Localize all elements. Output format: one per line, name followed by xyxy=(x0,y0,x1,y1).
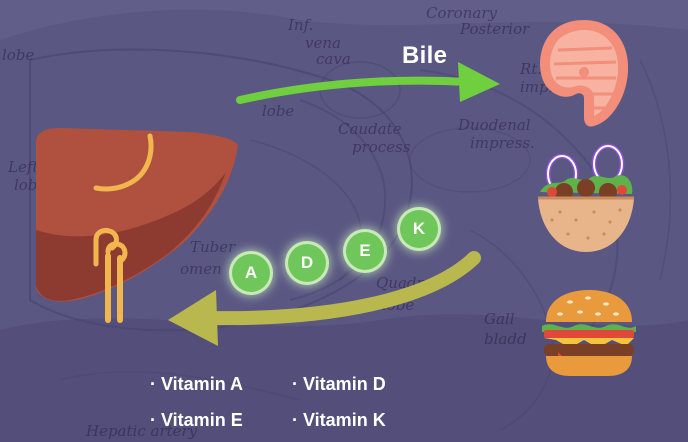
vitamin-e-circle: E xyxy=(346,232,384,270)
vitamin-a-circle: A xyxy=(232,254,270,292)
bg-word: Gall xyxy=(484,310,515,328)
return-arrowhead xyxy=(168,290,218,346)
vitamin-list-item: · Vitamin E xyxy=(150,410,243,430)
bg-word: Duodenal xyxy=(458,116,531,134)
bg-word: Coronary xyxy=(426,4,497,22)
vitamin-list-label: Vitamin D xyxy=(303,374,386,394)
bile-arrow xyxy=(236,76,472,104)
bg-word: bladd xyxy=(484,330,527,348)
bg-word: impress. xyxy=(470,134,535,152)
vitamin-list-label: Vitamin A xyxy=(161,374,244,394)
vitamin-list-item: · Vitamin D xyxy=(292,374,386,394)
bg-word: Tuber xyxy=(190,238,236,256)
return-arrow xyxy=(203,251,481,326)
vitamin-k-circle: K xyxy=(400,210,438,248)
hamburger-icon xyxy=(542,290,636,376)
bile-label: Bile xyxy=(402,42,448,69)
liver-icon xyxy=(36,128,238,323)
bg-word: lobe xyxy=(2,46,35,64)
vitamin-list-item: · Vitamin K xyxy=(292,410,386,430)
bg-word: vena xyxy=(305,34,341,52)
bg-word: Inf. xyxy=(288,16,314,34)
vitamin-list-item: · Vitamin A xyxy=(150,374,244,394)
bg-word: Caudate xyxy=(338,120,402,138)
vitamin-list-label: Vitamin E xyxy=(161,410,243,430)
bg-word: lobe xyxy=(262,102,295,120)
salad-bowl-icon xyxy=(538,143,634,252)
bile-arrowhead xyxy=(458,62,500,102)
bg-word: Posterior xyxy=(460,20,530,38)
bg-word: cava xyxy=(316,50,351,68)
bg-word: Hepatic artery xyxy=(86,422,198,440)
vitamin-d-circle: D xyxy=(288,244,326,282)
bg-word: Left xyxy=(8,158,39,176)
bg-word: Rt. xyxy=(520,60,543,78)
bg-word: omen xyxy=(180,260,222,278)
salmon-steak-icon xyxy=(540,20,629,127)
vitamin-list-label: Vitamin K xyxy=(303,410,386,430)
bg-word: process xyxy=(352,138,411,156)
